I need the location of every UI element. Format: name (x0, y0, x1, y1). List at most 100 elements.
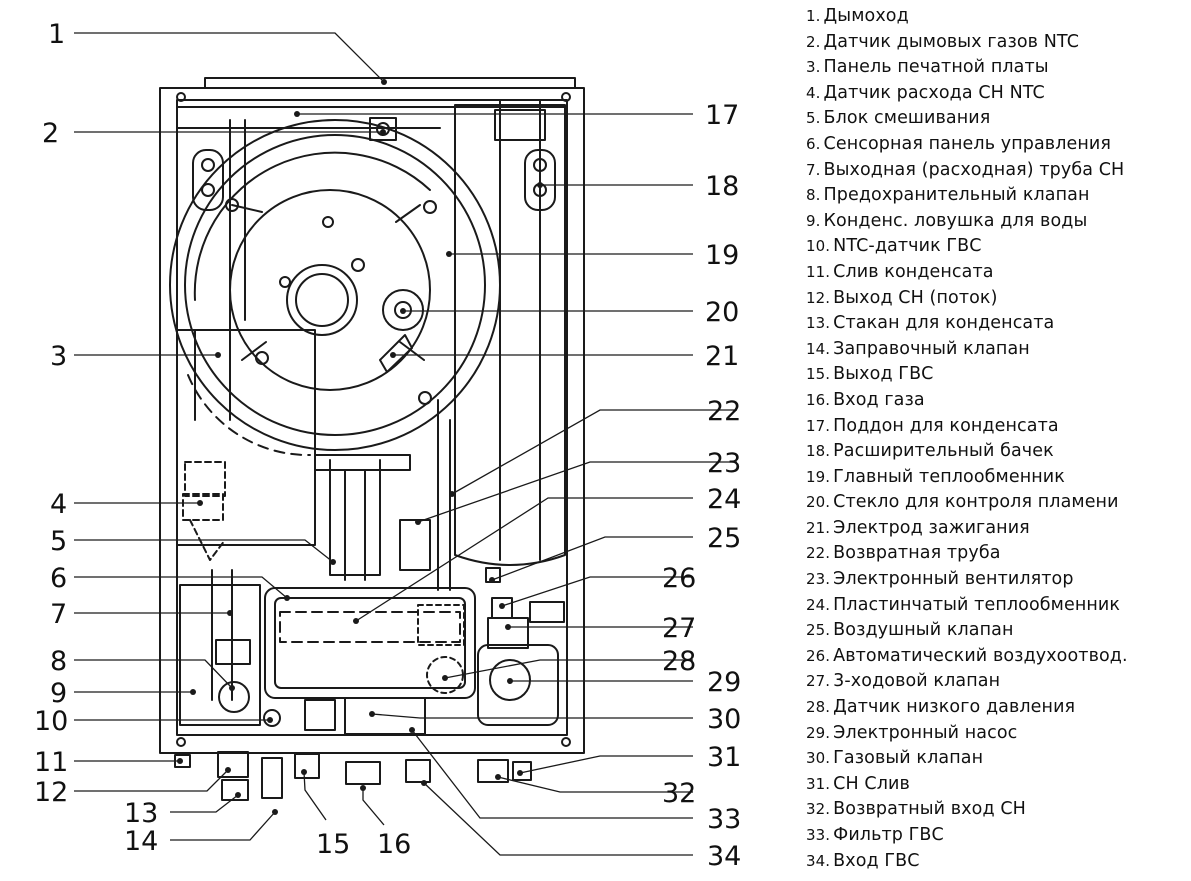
legend-item: 25.Воздушный клапан (806, 620, 1014, 641)
fan-hub (286, 264, 358, 336)
legend-item: 3.Панель печатной платы (806, 57, 1049, 78)
flue-sensor (369, 117, 397, 141)
legend-item: 18.Расширительный бачек (806, 441, 1054, 462)
three-way-valve (487, 617, 529, 649)
leader-line-32 (497, 776, 693, 793)
callout-20: 20 (705, 297, 739, 328)
return-pipe (437, 399, 451, 591)
pcb-panel (177, 329, 316, 546)
legend-item: 32.Возвратный вход CH (806, 799, 1026, 820)
callout-11: 11 (34, 747, 68, 778)
electronic-pump (477, 644, 559, 726)
parts-legend: 1.Дымоход 2.Датчик дымовых газов NTC 3.П… (806, 4, 1191, 874)
callout-19: 19 (705, 240, 739, 271)
ch-outlet-fitting (217, 751, 249, 778)
callout-32: 32 (662, 778, 696, 809)
legend-item: 12.Выход CH (поток) (806, 287, 998, 308)
leader-line-26 (501, 576, 693, 607)
legend-item: 24.Пластинчатый теплообменник (806, 594, 1121, 615)
legend-item: 4.Датчик расхода CH NTC (806, 82, 1045, 103)
leader-line-15 (303, 771, 327, 821)
legend-item: 31.CH Слив (806, 773, 910, 794)
legend-item: 6.Сенсорная панель управления (806, 133, 1112, 154)
callout-7: 7 (50, 599, 67, 630)
legend-item: 21.Электрод зажигания (806, 517, 1030, 538)
callout-27: 27 (662, 613, 696, 644)
legend-item: 7.Выходная (расходная) труба CH (806, 159, 1125, 180)
callout-18: 18 (705, 171, 739, 202)
mixing-block (329, 459, 381, 576)
legend-item: 16.Вход газа (806, 389, 925, 410)
legend-item: 29.Электронный насос (806, 722, 1018, 743)
leader-line-34 (423, 782, 693, 856)
legend-item: 1.Дымоход (806, 6, 909, 26)
callout-4: 4 (50, 489, 67, 520)
callout-15: 15 (316, 829, 350, 860)
condensate-cup (221, 779, 249, 801)
leader-line-6 (74, 576, 288, 599)
leader-line-31 (519, 755, 693, 774)
callout-22: 22 (707, 396, 741, 427)
callout-9: 9 (50, 678, 67, 709)
safety-valve (215, 639, 251, 665)
legend-item: 34.Вход ГВС (806, 850, 920, 871)
callout-14: 14 (124, 826, 158, 857)
dhw-outlet-fitting (294, 753, 320, 779)
legend-item: 23.Электронный вентилятор (806, 569, 1074, 590)
legend-item: 2.Датчик дымовых газов NTC (806, 31, 1080, 52)
ignition-electrode (379, 334, 413, 373)
callout-1: 1 (48, 19, 65, 50)
callout-25: 25 (707, 523, 741, 554)
condensate-trap (218, 681, 250, 713)
legend-item: 28.Датчик низкого давления (806, 697, 1076, 718)
callout-17: 17 (705, 100, 739, 131)
leader-line-13 (170, 794, 239, 813)
leader-line-8 (74, 659, 233, 689)
callout-5: 5 (50, 526, 67, 557)
legend-item: 20.Стекло для контроля пламени (806, 492, 1119, 513)
main-heat-exchanger (169, 119, 501, 451)
legend-item: 26.Автоматический воздухоотвод. (806, 645, 1128, 666)
callout-24: 24 (707, 484, 741, 515)
dhw-ntc (263, 709, 281, 727)
callout-10: 10 (34, 706, 68, 737)
ch-return-fitting (477, 759, 509, 783)
leader-line-30 (371, 713, 693, 719)
leader-line-12 (74, 769, 229, 792)
callout-30: 30 (707, 704, 741, 735)
legend-item: 10.NTC-датчик ГВС (806, 236, 982, 257)
expansion-vessel (454, 104, 566, 566)
legend-item: 27.3-ходовой клапан (806, 671, 1001, 692)
legend-item: 22.Возвратная труба (806, 543, 1001, 564)
callout-23: 23 (707, 448, 741, 479)
legend-item: 19.Главный теплообменник (806, 466, 1065, 487)
callout-33: 33 (707, 804, 741, 835)
legend-item: 11.Слив конденсата (806, 261, 994, 282)
callout-3: 3 (50, 341, 67, 372)
legend-item: 14.Заправочный клапан (806, 338, 1030, 359)
gas-inlet-fitting (345, 761, 381, 785)
leader-line-25 (491, 536, 693, 581)
leader-line-1 (74, 32, 385, 83)
legend-item: 30.Газовый клапан (806, 748, 984, 769)
leader-line-14 (170, 811, 276, 841)
callout-26: 26 (662, 563, 696, 594)
legend-item: 13.Стакан для конденсата (806, 313, 1055, 334)
legend-item: 5.Блок смешивания (806, 108, 991, 129)
leader-line-24 (355, 497, 693, 622)
leader-line-22 (451, 409, 737, 495)
callout-31: 31 (707, 742, 741, 773)
flame-sight-glass (382, 289, 424, 331)
callout-13: 13 (124, 798, 158, 829)
auto-air-vent (491, 597, 513, 619)
ch-outlet-pipe (211, 569, 233, 701)
leader-line-28 (444, 659, 693, 679)
callout-28: 28 (662, 646, 696, 677)
legend-item: 33.Фильтр ГВС (806, 825, 944, 845)
legend-item: 8.Предохранительный клапан (806, 185, 1090, 206)
dhw-inlet-fitting (405, 759, 431, 783)
callout-16: 16 (377, 829, 411, 860)
legend-item: 9.Конденс. ловушка для воды (806, 210, 1088, 231)
leader-line-33 (411, 729, 693, 819)
